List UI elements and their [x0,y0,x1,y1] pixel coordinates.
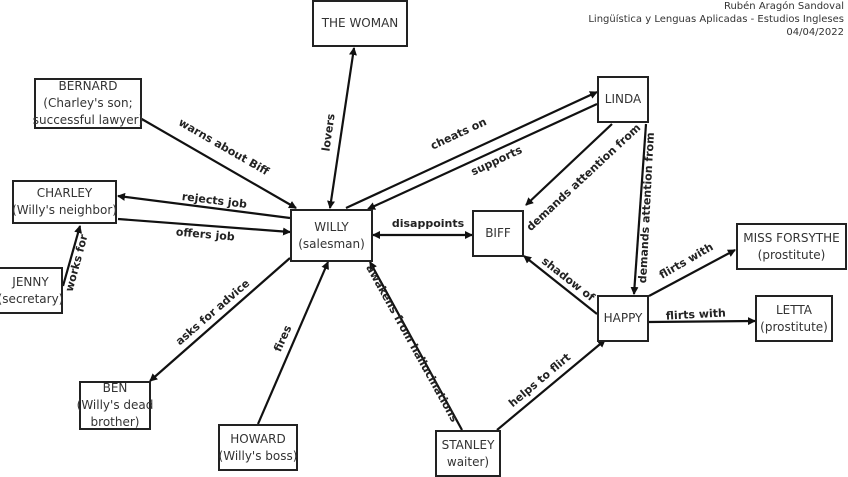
edge-happy-letta [648,317,756,326]
edge-willy-woman [327,47,357,209]
course-name: Lingüística y Lenguas Aplicadas - Estudi… [588,14,844,25]
node-label-line: waiter) [446,454,490,469]
node-miss-forsythe[interactable]: MISS FORSYTHE (prostitute) [736,223,847,270]
edge-label: flirts with [666,306,727,322]
node-happy[interactable]: HAPPY [597,295,649,342]
node-label-line: (salesman) [298,236,365,251]
node-label-line: THE WOMAN [321,16,399,30]
node-label-line: BIFF [485,226,511,240]
node-label-line: (secretary) [0,291,64,306]
author-header: Rubén Aragón Sandoval Lingüística y Leng… [588,0,844,39]
node-label-line: (prostitute) [760,319,828,334]
node-label-line: LETTA [776,302,812,317]
node-label-line: (Willy's dead [76,398,154,412]
edge-jenny-charley [61,225,82,287]
edge-label: helps to flirt [506,351,573,410]
edge-linda-biff [525,123,613,206]
node-howard[interactable]: HOWARD (Willy's boss) [218,424,298,471]
edge-stanley-happy [496,339,606,431]
edge-label: works for [63,233,91,294]
node-stanley[interactable]: STANLEY waiter) [435,430,501,477]
edge-willy-linda [345,91,598,209]
node-letta[interactable]: LETTA (prostitute) [755,295,833,342]
node-willy[interactable]: WILLY (salesman) [290,209,373,262]
edge-label: shadow of [539,255,597,305]
edge-label: disappoints [392,217,465,230]
node-label-line: MISS FORSYTHE [743,230,840,245]
node-label-line: (Charley's son; [43,96,133,110]
node-label-line: WILLY [314,219,349,234]
edge-linda-willy [367,103,598,210]
node-label-line: successful lawyer) [32,113,144,127]
node-label-line: (prostitute) [757,247,826,262]
node-label-line: JENNY [12,274,49,289]
node-ben[interactable]: BEN (Willy's dead brother) [76,381,154,430]
node-bernard[interactable]: BERNARD (Charley's son; successful lawyer) [32,78,144,129]
node-the-woman[interactable]: THE WOMAN [312,0,408,47]
edge-charley-willy [117,217,291,236]
author-name: Rubén Aragón Sandoval [723,1,844,12]
node-label-line: (Willy's boss) [218,448,298,463]
node-linda[interactable]: LINDA [597,76,649,123]
node-label-line: brother) [90,415,140,429]
node-label-line: BERNARD [58,79,118,93]
node-label-line: CHARLEY [36,186,93,200]
date: 04/04/2022 [786,27,844,38]
edge-label: demands attention from [636,132,657,283]
edge-willy-charley [117,192,291,220]
node-label-line: (Willy's neighbor) [12,203,117,217]
edge-willy-ben [149,257,291,382]
edge-happy-biff [523,255,598,315]
edge-label: demands attention from [524,121,643,234]
node-jenny[interactable]: JENNY (secretary) [0,267,63,314]
edge-label: asks for advice [173,277,252,348]
edge-label: offers job [175,225,235,243]
edge-label: lovers [319,112,337,152]
edge-linda-happy [630,123,648,295]
node-label-line: LINDA [604,92,642,106]
edge-happy-forsythe [648,249,736,297]
node-charley[interactable]: CHARLEY (Willy's neighbor) [12,180,117,224]
node-label-line: BEN [102,381,128,395]
node-label-line: HOWARD [230,431,286,446]
node-label-line: STANLEY [441,437,495,452]
node-biff[interactable]: BIFF [472,210,524,257]
edge-stanley-willy [369,261,463,431]
edge-bernard-willy [139,117,297,209]
node-label-line: HAPPY [603,311,643,325]
edge-howard-willy [256,261,330,425]
edge-label: awakens from hallucinations [363,262,461,424]
